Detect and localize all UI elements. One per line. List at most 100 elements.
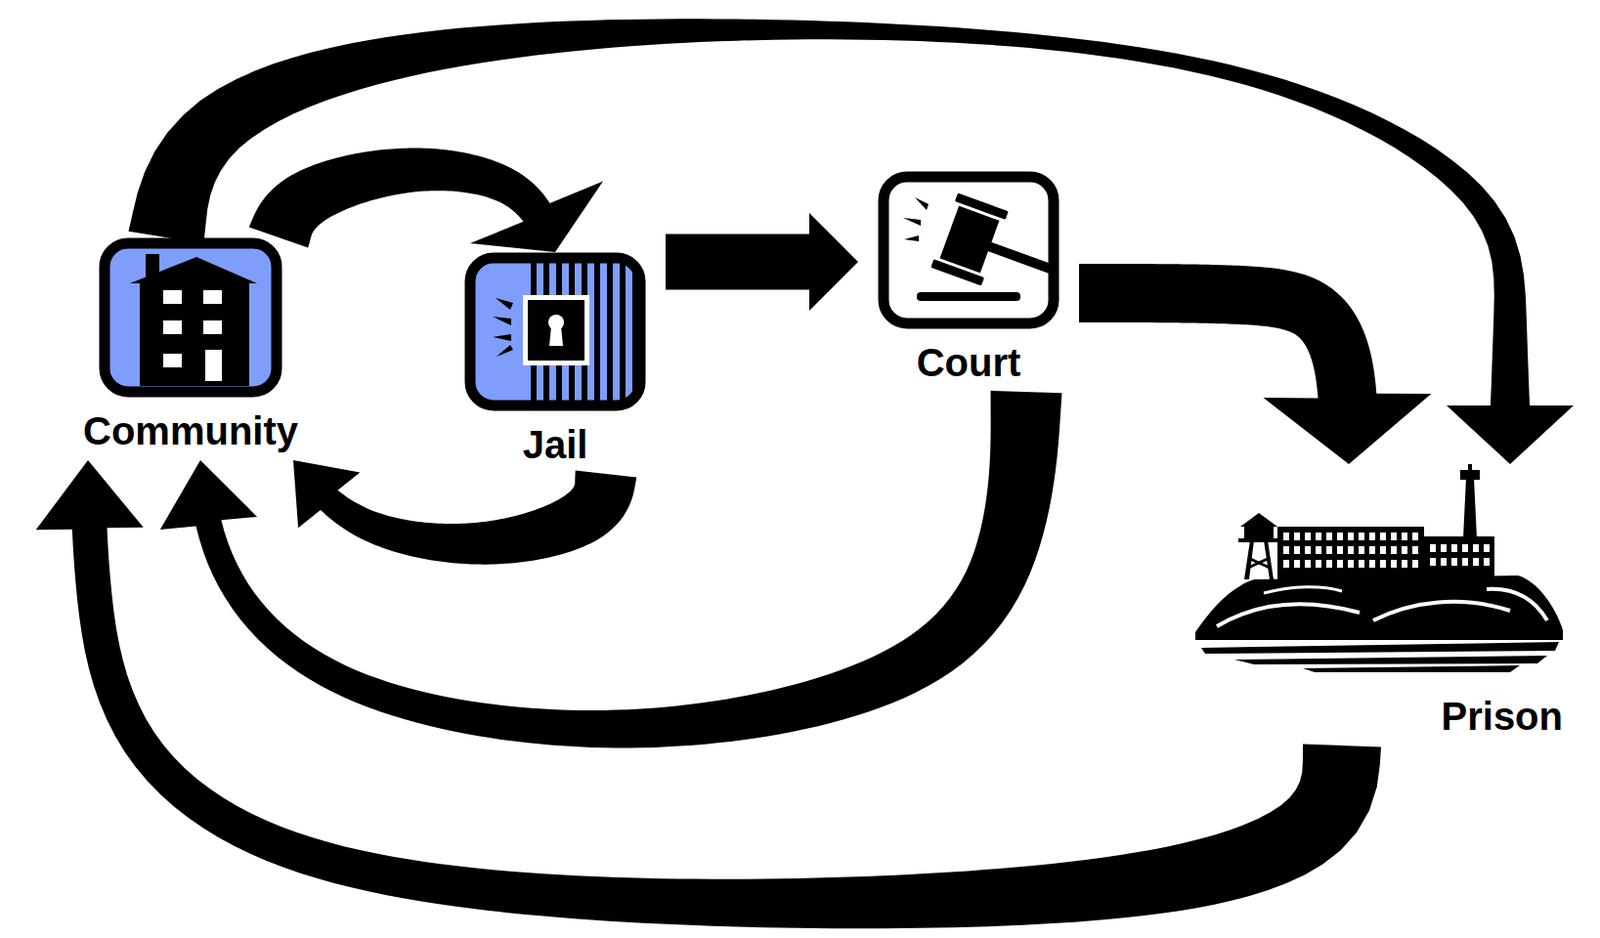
window — [1358, 560, 1365, 568]
court-icon — [877, 171, 1060, 330]
water-line — [1234, 655, 1548, 665]
window — [1304, 532, 1311, 541]
prison-icon — [1195, 464, 1563, 674]
island-highlight — [1373, 602, 1511, 621]
spark — [903, 217, 921, 226]
window — [1315, 560, 1322, 568]
window — [1369, 546, 1376, 555]
window — [1429, 558, 1436, 566]
island — [1195, 575, 1563, 641]
flow-arrow — [129, 18, 1574, 465]
window — [1337, 560, 1343, 568]
bar — [606, 261, 613, 402]
window — [1472, 544, 1479, 553]
bar — [619, 261, 626, 402]
cell-house — [1277, 526, 1425, 580]
window — [1451, 558, 1458, 566]
community-node: Community — [63, 237, 318, 461]
window — [1483, 544, 1490, 553]
node-icon — [98, 237, 283, 398]
window — [1401, 546, 1408, 555]
gavel-handle — [984, 240, 1054, 274]
place-label: Jail — [522, 421, 589, 469]
window — [1440, 558, 1447, 566]
roof — [129, 257, 258, 284]
building — [139, 280, 250, 387]
window — [1358, 532, 1365, 541]
court-node: Court — [858, 171, 1080, 392]
window — [1451, 544, 1458, 553]
place-label: Court — [916, 339, 1022, 387]
window — [163, 290, 182, 304]
window — [1380, 560, 1386, 568]
window — [1412, 546, 1419, 555]
icon-frame — [104, 243, 277, 392]
window — [1283, 546, 1290, 555]
lock-plate — [522, 295, 590, 366]
window — [1401, 532, 1408, 541]
water-line — [1302, 665, 1520, 673]
window — [1462, 558, 1469, 566]
window — [1390, 560, 1397, 568]
flow-arrow — [293, 460, 637, 565]
window — [1380, 546, 1386, 555]
window — [1347, 546, 1354, 555]
bar — [594, 261, 601, 402]
spark — [492, 316, 512, 326]
island-highlight — [1263, 587, 1342, 594]
window — [1337, 532, 1343, 541]
flow-arrow — [665, 213, 859, 311]
window — [1380, 532, 1386, 541]
gavel-cap — [928, 257, 987, 288]
window — [1472, 558, 1479, 566]
lighthouse-finial — [1468, 464, 1472, 473]
window — [1462, 544, 1469, 553]
window — [163, 353, 182, 368]
window — [1358, 546, 1365, 555]
flow-arrow — [249, 148, 604, 253]
flow-arrow — [1079, 263, 1431, 465]
tower-roof — [1240, 513, 1278, 527]
spark — [496, 345, 514, 357]
window — [1315, 546, 1322, 555]
window — [1283, 560, 1290, 568]
window — [1429, 544, 1436, 553]
keyhole — [549, 326, 563, 346]
prison-node: Prison — [1187, 464, 1573, 746]
jail-node: Jail — [444, 252, 666, 475]
window — [1304, 560, 1311, 568]
place-label: Community — [83, 407, 299, 455]
window — [1283, 532, 1290, 541]
water-line — [1201, 642, 1559, 654]
window — [1440, 544, 1447, 553]
flow-arrow — [36, 460, 1382, 929]
spark — [914, 197, 929, 211]
window — [1412, 560, 1419, 568]
window — [203, 320, 222, 335]
icon-frame — [883, 176, 1054, 324]
node-icon — [877, 171, 1060, 330]
spark — [904, 235, 919, 242]
jail-icon — [464, 252, 647, 412]
place-label: Prison — [1441, 692, 1563, 740]
tower-brace — [1248, 558, 1270, 568]
cell-house — [1424, 536, 1495, 580]
window — [163, 320, 182, 335]
window — [1304, 546, 1311, 555]
window — [1294, 532, 1300, 541]
icon-frame — [470, 258, 641, 406]
window — [1347, 532, 1354, 541]
door — [205, 349, 222, 382]
window — [1369, 532, 1376, 541]
window — [1326, 532, 1333, 541]
island-highlight — [1486, 589, 1548, 621]
window — [1412, 532, 1419, 541]
window — [1401, 560, 1408, 568]
window — [1326, 560, 1333, 568]
window — [1390, 532, 1397, 541]
tower-tank — [1244, 524, 1274, 541]
sound-block — [916, 292, 1021, 302]
spark — [492, 334, 512, 342]
